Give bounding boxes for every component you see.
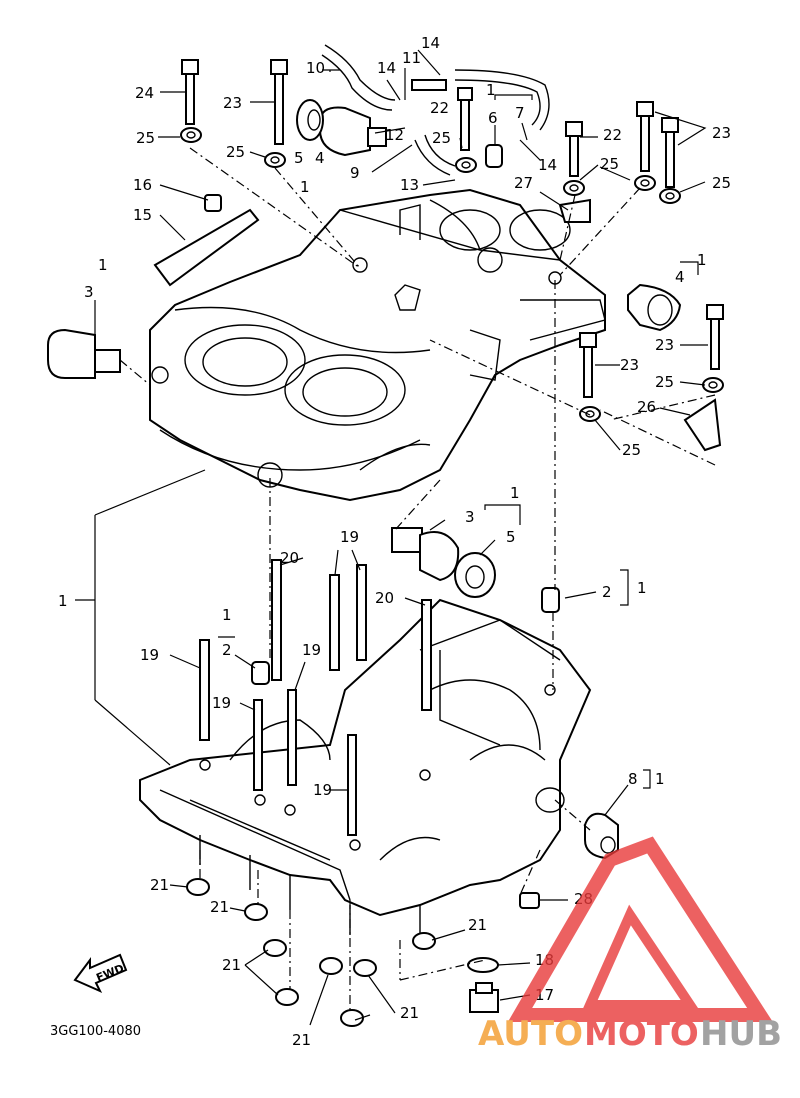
lower-crankcase xyxy=(139,598,592,935)
callout-21: 21 xyxy=(468,916,487,934)
automotohub-watermark: AUTO MOTO HUB xyxy=(478,836,782,1054)
callout-14: 14 xyxy=(377,59,396,77)
callout-25: 25 xyxy=(136,129,155,147)
callout-21: 21 xyxy=(222,956,241,974)
bearings-and-seals xyxy=(47,99,722,1027)
callout-1: 1 xyxy=(58,592,68,610)
callout-19: 19 xyxy=(140,646,159,664)
watermark-moto: MOTO xyxy=(584,1014,699,1054)
callout-4: 4 xyxy=(675,268,685,286)
callout-1: 1 xyxy=(486,81,496,99)
callout-19: 19 xyxy=(212,694,231,712)
callout-25: 25 xyxy=(622,441,641,459)
bolts xyxy=(181,59,724,398)
callout-8: 8 xyxy=(628,770,638,788)
callout-23: 23 xyxy=(712,124,731,142)
callout-21: 21 xyxy=(400,1004,419,1022)
callout-25: 25 xyxy=(712,174,731,192)
callout-21: 21 xyxy=(210,898,229,916)
callout-19: 19 xyxy=(340,528,359,546)
callout-19: 19 xyxy=(313,781,332,799)
callout-1: 1 xyxy=(655,770,665,788)
callout-9: 9 xyxy=(350,164,360,182)
callout-3: 3 xyxy=(465,508,475,526)
callout-3: 3 xyxy=(84,283,94,301)
callout-19: 19 xyxy=(302,641,321,659)
callout-14: 14 xyxy=(538,156,557,174)
stud-bolts xyxy=(199,559,432,836)
callout-15: 15 xyxy=(133,206,152,224)
callout-20: 20 xyxy=(375,589,394,607)
callout-26: 26 xyxy=(637,398,656,416)
callout-24: 24 xyxy=(135,84,154,102)
callout-21: 21 xyxy=(292,1031,311,1049)
callout-2: 2 xyxy=(602,583,612,601)
callout-6: 6 xyxy=(488,109,498,127)
callout-23: 23 xyxy=(223,94,242,112)
callout-22: 22 xyxy=(603,126,622,144)
callout-10: 10 xyxy=(306,59,325,77)
leader-lines xyxy=(75,49,708,1026)
callout-23: 23 xyxy=(655,336,674,354)
callout-4: 4 xyxy=(315,149,325,167)
diagram-code: 3GG100-4080 xyxy=(50,1024,141,1039)
callout-27: 27 xyxy=(514,174,533,192)
callout-1: 1 xyxy=(637,579,647,597)
callout-7: 7 xyxy=(515,104,525,122)
callout-2: 2 xyxy=(222,641,232,659)
upper-crankcase xyxy=(149,188,606,502)
watermark-auto: AUTO xyxy=(478,1014,583,1054)
callout-13: 13 xyxy=(400,176,419,194)
assembly-lines xyxy=(119,147,716,1010)
callout-25: 25 xyxy=(226,143,245,161)
callout-5: 5 xyxy=(294,149,304,167)
callout-1: 1 xyxy=(98,256,108,274)
callout-25: 25 xyxy=(600,155,619,173)
callout-1: 1 xyxy=(300,178,310,196)
callout-1: 1 xyxy=(697,251,707,269)
callout-23: 23 xyxy=(620,356,639,374)
callout-25: 25 xyxy=(432,129,451,147)
callout-11: 11 xyxy=(402,49,421,67)
callout-21: 21 xyxy=(150,876,169,894)
part-callouts: 24 23 25 25 5 4 1 10 14 11 14 22 1 6 7 1… xyxy=(50,34,731,1049)
hoses xyxy=(321,44,550,176)
callout-5: 5 xyxy=(506,528,516,546)
callout-16: 16 xyxy=(133,176,152,194)
callout-12: 12 xyxy=(385,126,404,144)
callout-25: 25 xyxy=(655,373,674,391)
watermark-hub: HUB xyxy=(700,1014,782,1054)
callout-22: 22 xyxy=(430,99,449,117)
callout-14: 14 xyxy=(421,34,440,52)
callout-1: 1 xyxy=(222,606,232,624)
washers xyxy=(180,127,724,422)
callout-20: 20 xyxy=(280,549,299,567)
callout-1: 1 xyxy=(510,484,520,502)
fwd-arrow-icon: FWD xyxy=(73,953,128,994)
